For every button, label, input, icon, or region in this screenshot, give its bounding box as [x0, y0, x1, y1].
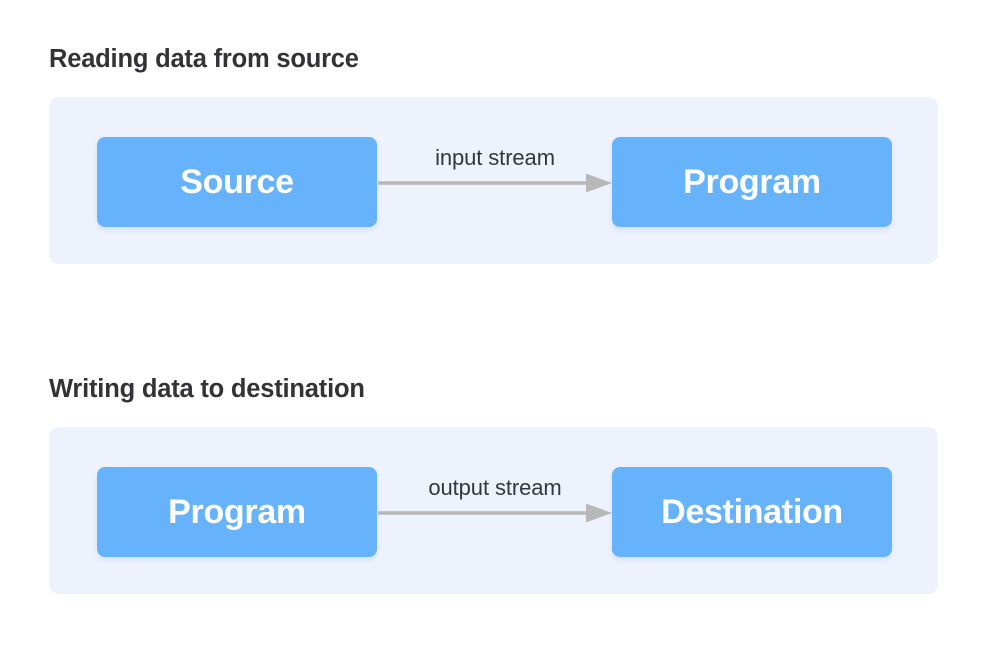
connector-output-stream-label: output stream [428, 475, 562, 500]
node-source: Source [97, 137, 377, 227]
node-program-reading-label: Program [683, 163, 821, 201]
node-program-writing: Program [97, 467, 377, 557]
node-destination-label: Destination [661, 493, 843, 531]
node-destination: Destination [612, 467, 892, 557]
arrow-right-icon [378, 173, 612, 193]
node-program-writing-label: Program [168, 493, 306, 531]
arrow-right-icon [378, 503, 612, 523]
diagram-panel-reading: Source input stream Program [49, 97, 938, 264]
node-source-label: Source [180, 163, 294, 201]
section-reading-data: Reading data from source Source input st… [49, 44, 938, 264]
section-title-reading: Reading data from source [49, 45, 359, 73]
connector-output-stream: output stream [378, 467, 612, 557]
node-program-reading: Program [612, 137, 892, 227]
connector-input-stream: input stream [378, 137, 612, 227]
section-title-writing: Writing data to destination [49, 375, 365, 403]
connector-input-stream-label: input stream [435, 145, 555, 170]
diagram-panel-writing: Program output stream Destination [49, 427, 938, 594]
section-writing-data: Writing data to destination Program outp… [49, 374, 938, 594]
